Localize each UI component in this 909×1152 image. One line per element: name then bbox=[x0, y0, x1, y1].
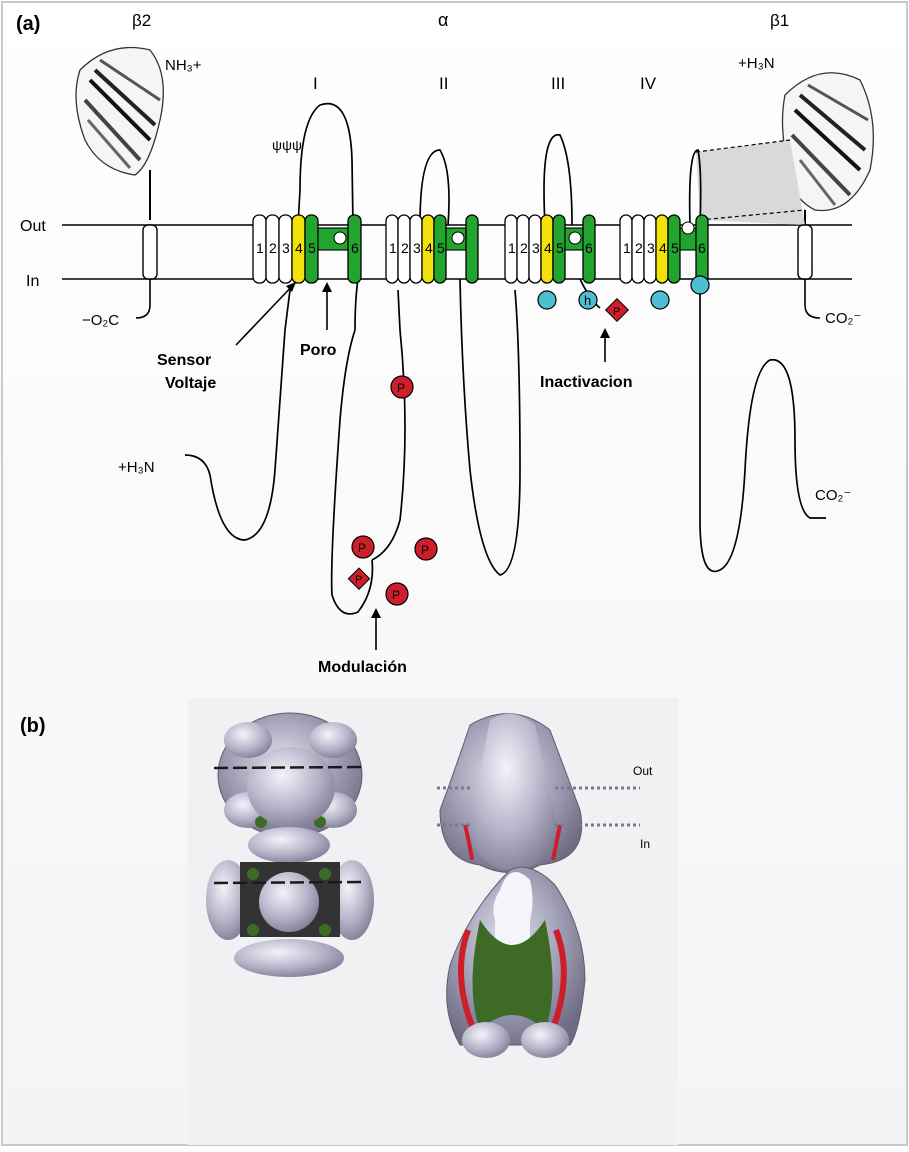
beta2-co2-label: −O₂C bbox=[82, 312, 119, 329]
domain-III-seg-5: 5 bbox=[556, 240, 564, 256]
modulation-label: Modulación bbox=[318, 659, 407, 676]
phospho-label-4: P bbox=[421, 543, 429, 557]
domain-II-seg-2: 2 bbox=[401, 240, 409, 256]
pore-label: Poro bbox=[300, 342, 337, 359]
domain-III-seg-3: 3 bbox=[532, 240, 540, 256]
cyan-particle-2 bbox=[651, 291, 669, 309]
domain-II-seg-1: 1 bbox=[389, 240, 397, 256]
domain-IV-seg-4: 4 bbox=[659, 240, 667, 256]
domain-II-seg-3: 3 bbox=[413, 240, 421, 256]
domain-III-seg-1: 1 bbox=[508, 240, 516, 256]
beta1-tm-helix bbox=[798, 225, 812, 279]
domain-I-label: I bbox=[313, 74, 318, 93]
panel-b-out-label: Out bbox=[633, 764, 653, 778]
alpha-label: α bbox=[438, 10, 448, 30]
beta1-co2-label: CO₂⁻ bbox=[825, 310, 861, 327]
domain-I-seg-3: 3 bbox=[282, 240, 290, 256]
beta2-nh3-label: NH₃+ bbox=[165, 57, 202, 74]
sensor-label-line1: Sensor bbox=[157, 352, 211, 369]
domain-IV-seg-6: 6 bbox=[698, 240, 706, 256]
domain-III-seg-2: 2 bbox=[520, 240, 528, 256]
cyan-particle-1 bbox=[538, 291, 556, 309]
domain-II-label: II bbox=[439, 74, 448, 93]
alpha-n-term-label: +H₃N bbox=[118, 459, 155, 476]
domain-IV-seg-2: 2 bbox=[635, 240, 643, 256]
domain-IV-label: IV bbox=[640, 74, 657, 93]
beta2-tm-helix bbox=[143, 225, 157, 279]
alpha-c-term-label: CO₂⁻ bbox=[815, 487, 851, 504]
cyan-particle-3 bbox=[691, 276, 709, 294]
sensor-label-line2: Voltaje bbox=[165, 375, 216, 392]
channel-top-view bbox=[214, 713, 366, 837]
h-symbol: h bbox=[584, 293, 591, 308]
beta1-h3n-label: +H₃N bbox=[738, 55, 775, 72]
domain-I-seg-6: 6 bbox=[351, 240, 359, 256]
domain-I-seg-5: 5 bbox=[308, 240, 316, 256]
beta2-label: β2 bbox=[132, 11, 151, 30]
panel-a-label: (a) bbox=[16, 13, 40, 35]
phospho-label-6: P bbox=[355, 574, 362, 586]
in-label: In bbox=[26, 273, 39, 290]
domain-III-seg-4: 4 bbox=[544, 240, 552, 256]
domain-III-label: III bbox=[551, 74, 565, 93]
panel-b-label: (b) bbox=[20, 715, 46, 737]
domain-IV-seg-3: 3 bbox=[647, 240, 655, 256]
domain-III-seg-6: 6 bbox=[585, 240, 593, 256]
domain-I-seg-4: 4 bbox=[295, 240, 303, 256]
out-label: Out bbox=[20, 218, 46, 235]
beta1-label: β1 bbox=[770, 11, 789, 30]
domain-IV-seg-5: 5 bbox=[671, 240, 679, 256]
phospho-label-3: P bbox=[358, 541, 366, 555]
domain-IV-seg-1: 1 bbox=[623, 240, 631, 256]
glycosylation-mark: ψψψ bbox=[272, 137, 302, 153]
phospho-label-5: P bbox=[392, 588, 400, 602]
phospho-label-1: P bbox=[613, 306, 620, 318]
phospho-label-2: P bbox=[397, 381, 405, 395]
beta1-interaction-wedge bbox=[696, 140, 805, 225]
inactivation-label: Inactivacion bbox=[540, 374, 632, 391]
domain-II-seg-4: 4 bbox=[425, 240, 433, 256]
domain-I-seg-1: 1 bbox=[256, 240, 264, 256]
panel-b-in-label: In bbox=[640, 837, 650, 851]
domain-I-seg-2: 2 bbox=[269, 240, 277, 256]
domain-II-seg-5: 5 bbox=[437, 240, 445, 256]
